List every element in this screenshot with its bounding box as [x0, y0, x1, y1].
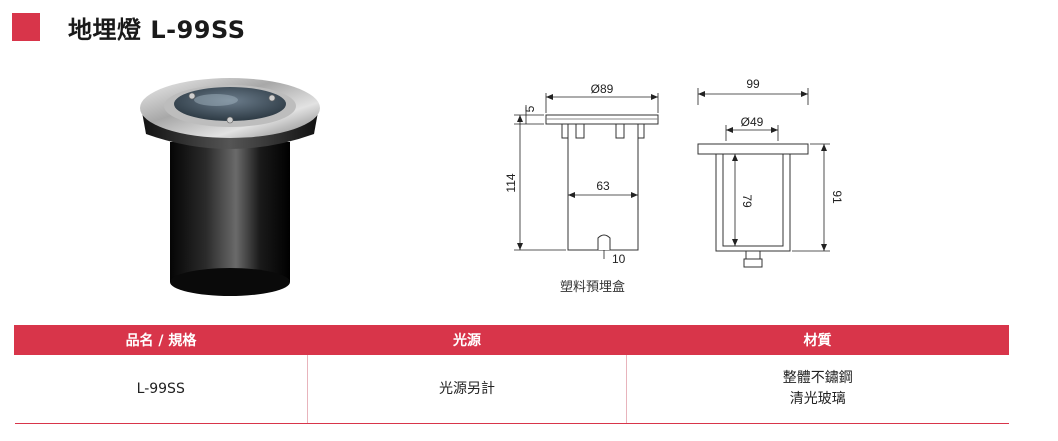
dim-top-width: Ø89 — [591, 82, 614, 96]
material-line-2: 清光玻璃 — [789, 391, 846, 407]
material-line-1: 整體不鏽鋼 — [782, 370, 853, 386]
page-title: 地埋燈 L-99SS — [68, 15, 246, 44]
dim-body-width: 63 — [596, 179, 610, 193]
spec-table-header: 品名 / 規格 光源 材質 — [14, 325, 1009, 355]
title-marker — [12, 13, 40, 41]
drawing-caption: 塑料預埋盒 — [560, 280, 626, 295]
table-row: L-99SS 光源另計 整體不鏽鋼 清光玻璃 — [14, 354, 1009, 424]
dim-inner-height: 79 — [740, 194, 754, 208]
title-bar: 地埋燈 L-99SS — [12, 10, 246, 44]
lamp-section-drawing: 99 Ø49 79 91 — [697, 77, 844, 268]
dim-flange-height: 5 — [523, 105, 537, 112]
cell-light-source: 光源另計 — [307, 354, 627, 424]
embed-box-drawing: Ø89 5 114 63 10 — [504, 82, 659, 266]
dim-inner-width: Ø49 — [741, 115, 764, 129]
dim-total-height-right: 91 — [830, 190, 844, 204]
dim-outer-width: 99 — [746, 77, 760, 91]
dim-bottom-tab: 10 — [612, 252, 626, 266]
product-photo — [140, 78, 320, 296]
header-material: 材質 — [626, 325, 1009, 355]
dim-total-height: 114 — [504, 173, 518, 192]
header-light-source: 光源 — [307, 325, 627, 355]
cell-model: L-99SS — [14, 354, 308, 424]
cell-material: 整體不鏽鋼 清光玻璃 — [626, 354, 1009, 424]
header-model: 品名 / 規格 — [14, 325, 308, 355]
spec-table: 品名 / 規格 光源 材質 L-99SS 光源另計 整體不鏽鋼 清光玻璃 — [14, 325, 1009, 424]
